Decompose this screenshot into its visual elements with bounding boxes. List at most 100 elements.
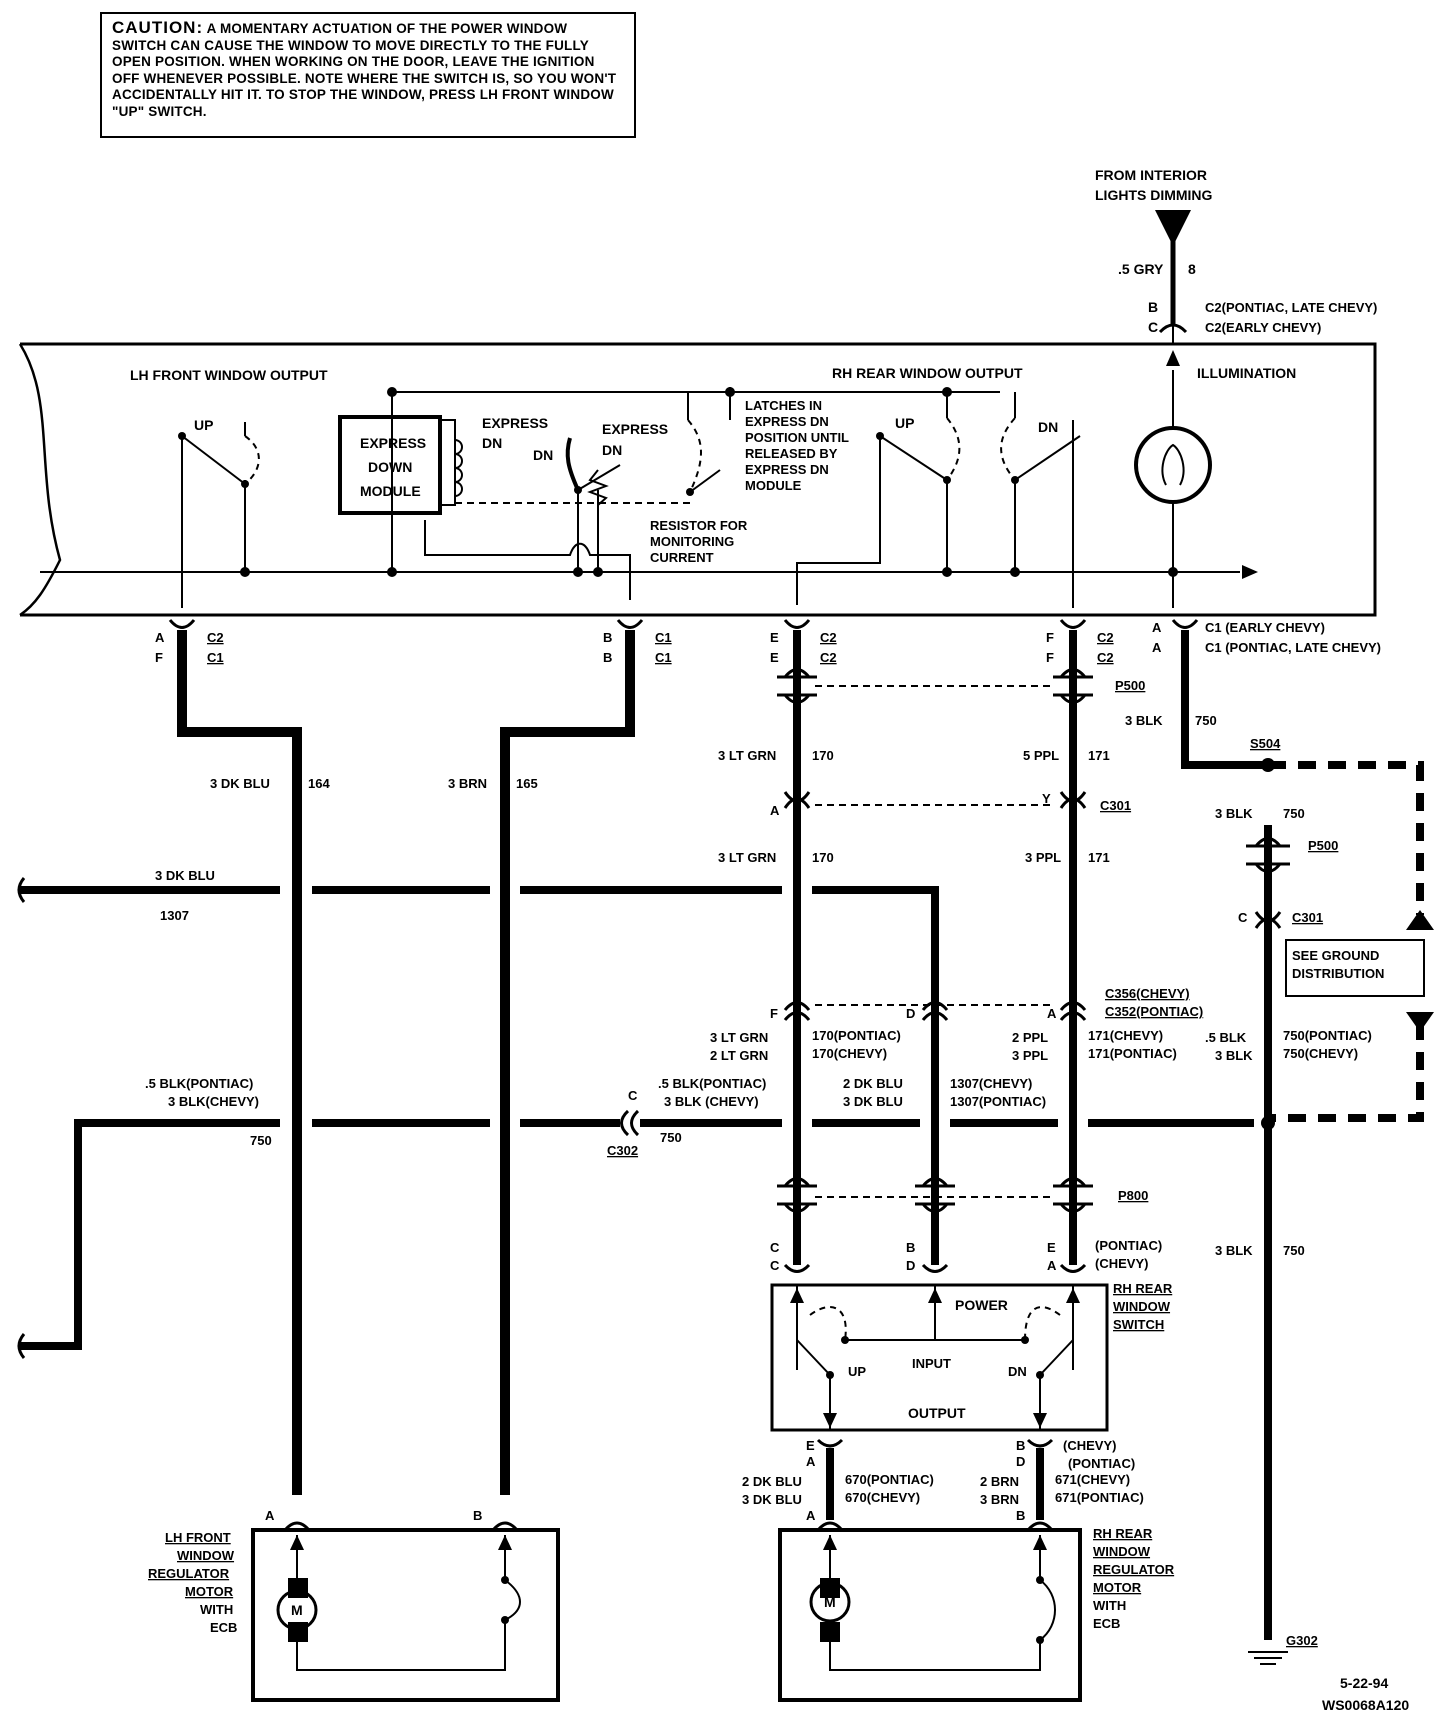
lbl-p500-right: P500 [1308,838,1338,853]
lbl-dk-blu-164: 3 DK BLU [210,776,270,791]
lbl-pin-b-out: B [1016,1438,1025,1453]
lbl-c1-b-2: C1 [655,650,672,665]
lbl-pin-b-rhm: B [1016,1508,1025,1523]
lbl-rh-motor-4: MOTOR [1093,1580,1142,1595]
wire-750-top [1181,630,1424,1122]
lbl-s504: S504 [1250,736,1281,751]
lbl-5ppl: 5 PPL [1023,748,1059,763]
lbl-f-lt-grn-2: 2 LT GRN [710,1048,768,1063]
lbl-power: POWER [955,1297,1008,1313]
lbl-latches-1: LATCHES IN [745,398,822,413]
lbl-c2-pontiac-late: C2(PONTIAC, LATE CHEVY) [1205,300,1377,315]
lbl-resistor-3: CURRENT [650,550,714,565]
lbl-dn-sw: DN [1008,1364,1027,1379]
lbl-750-lower: 750 [1283,1243,1305,1258]
lbl-blk-pontiac-l: .5 BLK(PONTIAC) [145,1076,253,1091]
lbl-c356: C356(CHEVY) [1105,986,1190,1001]
lbl-brn-165: 3 BRN [448,776,487,791]
lbl-blk-5: .5 BLK [1205,1030,1247,1045]
lbl-lh-motor-4: MOTOR [185,1584,234,1599]
lbl-pin-a-c356: A [1047,1006,1057,1021]
lbl-750c: 750(CHEVY) [1283,1046,1358,1061]
lbl-p500-top: P500 [1115,678,1145,693]
lbl-pontiac-sw: (PONTIAC) [1095,1238,1162,1253]
see-ground-box [1285,939,1425,997]
lbl-circuit-8: 8 [1188,261,1196,277]
lbl-up-rh: UP [895,415,914,431]
lbl-171-2: 171 [1088,850,1110,865]
wire-165 [500,630,635,1495]
lbl-output: OUTPUT [908,1405,966,1421]
ground-arrows [1406,910,1434,1032]
lbl-c1-b-1: C1 [655,630,672,645]
lbl-up-lh: UP [194,417,213,433]
lbl-gry: .5 GRY [1118,261,1164,277]
lbl-pin-c-top: C [1148,319,1158,335]
lbl-a-ppl-1: 2 PPL [1012,1030,1048,1045]
lbl-lt-grn-2: 3 LT GRN [718,850,776,865]
rh-rear-window-switch [770,1283,1109,1432]
lbl-latches-6: MODULE [745,478,802,493]
lbl-pin-a-r2: A [1152,640,1162,655]
lbl-2brn: 2 BRN [980,1474,1019,1489]
lbl-express-down-1: EXPRESS [360,435,426,451]
lbl-dn-switch: DN [533,447,553,463]
lbl-pin-c-sw2: C [770,1258,780,1273]
lbl-3brn-b: 3 BRN [980,1492,1019,1507]
lbl-c2-early: C2(EARLY CHEVY) [1205,320,1321,335]
lbl-1307c: 1307(CHEVY) [950,1076,1032,1091]
lbl-illumination: ILLUMINATION [1197,365,1296,381]
lbl-pin-d-c356: D [906,1006,915,1021]
lbl-rh-rear-output: RH REAR WINDOW OUTPUT [832,365,1023,381]
lbl-pin-a-c301: A [770,803,780,818]
lbl-pin-e-2: E [770,650,779,665]
lbl-blk-chevy-c: 3 BLK (CHEVY) [664,1094,759,1109]
lbl-dkblu-2: 2 DK BLU [843,1076,903,1091]
lbl-670c: 670(CHEVY) [845,1490,920,1505]
lbl-1307: 1307 [160,908,189,923]
lbl-pin-e-out: E [806,1438,815,1453]
lbl-170-2: 170 [812,850,834,865]
lbl-3blk-lower: 3 BLK [1215,1243,1253,1258]
rh-rear-motor [778,1528,1082,1702]
lbl-pin-b-sw: B [906,1240,915,1255]
lbl-a-ppl-2: 3 PPL [1012,1048,1048,1063]
lbl-pin-d-out: D [1016,1454,1025,1469]
lbl-1307p: 1307(PONTIAC) [950,1094,1046,1109]
lbl-latches-4: RELEASED BY [745,446,838,461]
lbl-date: 5-22-94 [1340,1675,1388,1691]
lbl-see-ground-2: DISTRIBUTION [1292,966,1384,981]
lbl-pin-a-r1: A [1152,620,1162,635]
lbl-c1-lh: C1 [207,650,224,665]
lbl-figure-id: WS0068A120 [1322,1697,1409,1713]
lbl-671p: 671(PONTIAC) [1055,1490,1144,1505]
lbl-pin-b-1: B [603,630,612,645]
lbl-express-dn-b1: EXPRESS [602,421,668,437]
caution-heading: CAUTION: [112,18,204,37]
lbl-rh-motor-6: ECB [1093,1616,1120,1631]
lbl-blk-3: 3 BLK [1215,1048,1253,1063]
lbl-p800: P800 [1118,1188,1148,1203]
lbl-rh-motor-3: REGULATOR [1093,1562,1175,1577]
lbl-lh-motor-2: WINDOW [177,1548,235,1563]
lbl-pin-e-1: E [770,630,779,645]
illumination-lamp [1134,426,1212,504]
lbl-750-c: 750 [660,1130,682,1145]
lbl-671c: 671(CHEVY) [1055,1472,1130,1487]
lbl-lh-motor-5: WITH [200,1602,233,1617]
master-switch-outline [18,342,1377,617]
lbl-see-ground-1: SEE GROUND [1292,948,1379,963]
lbl-pin-a-lhm: A [265,1508,275,1523]
lbl-motor-m-lh: M [291,1602,303,1618]
lbl-express-down-2: DOWN [368,459,412,475]
lbl-c2-f-2: C2 [1097,650,1114,665]
lbl-express-dn-a2: DN [482,435,502,451]
lbl-pin-y: Y [1042,791,1051,806]
lbl-a-171c: 171(CHEVY) [1088,1028,1163,1043]
lbl-rh-motor-5: WITH [1093,1598,1126,1613]
lbl-750-p500: 750 [1283,806,1305,821]
wire-164 [177,630,302,1495]
lbl-670p: 670(PONTIAC) [845,1472,934,1487]
lbl-pin-a-sw: A [1047,1258,1057,1273]
lbl-3ppl: 3 PPL [1025,850,1061,865]
